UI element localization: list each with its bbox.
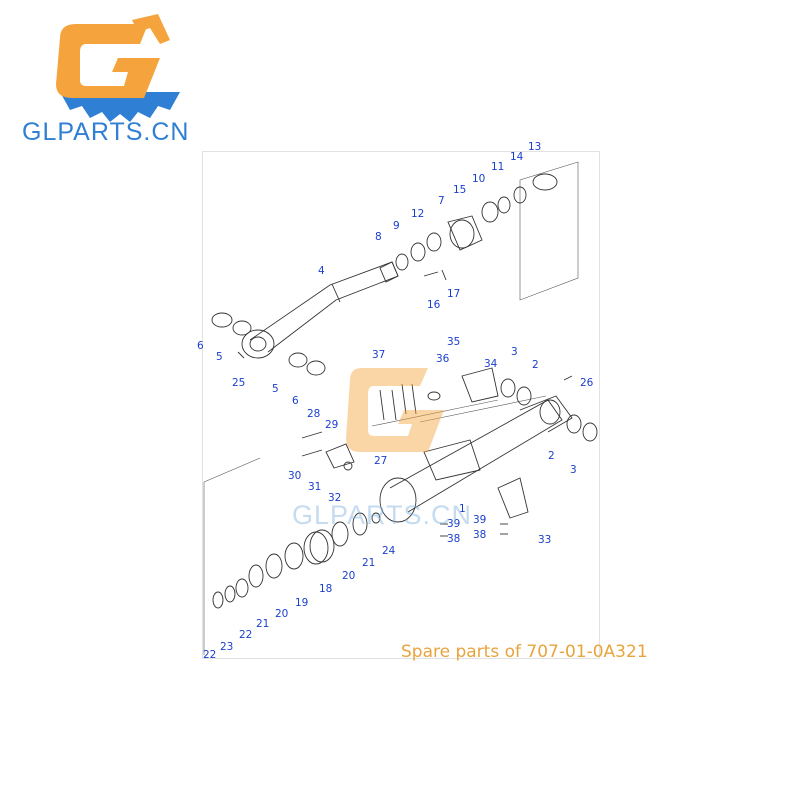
callout-label: 39 (447, 518, 460, 530)
callout-label: 35 (447, 336, 460, 348)
callout-label: 24 (382, 545, 396, 557)
callout-label: 12 (411, 208, 424, 220)
callout-label: 2 (548, 450, 555, 462)
callout-label: 21 (362, 557, 375, 569)
callout-label: 5 (272, 383, 279, 395)
callout-label: 38 (447, 533, 460, 545)
callout-label: 3 (511, 346, 518, 358)
gear-icon (60, 92, 180, 122)
cylinder-tube-assembly (301, 367, 598, 523)
callout-label: 34 (484, 358, 498, 370)
callout-label: 15 (453, 184, 466, 196)
callout-label: 32 (328, 492, 341, 504)
part-callouts: 13 14 11 10 15 7 12 9 8 4 16 17 6 5 25 3… (197, 141, 594, 661)
callout-label: 36 (436, 353, 450, 365)
rod-assembly (211, 173, 558, 376)
callout-label: 19 (295, 597, 308, 609)
callout-label: 7 (438, 195, 445, 207)
callout-label: 38 (473, 529, 486, 541)
callout-label: 20 (342, 570, 355, 582)
callout-label: 27 (374, 455, 387, 467)
callout-label: 28 (307, 408, 320, 420)
callout-label: 22 (203, 649, 216, 661)
frame-lines (203, 161, 579, 655)
piston-seal-set (212, 512, 508, 609)
callout-label: 16 (427, 299, 441, 311)
callout-label: 14 (510, 151, 524, 163)
glparts-logo-icon (56, 14, 180, 122)
callout-label: 17 (447, 288, 460, 300)
callout-label: 39 (473, 514, 486, 526)
callout-label: 5 (216, 351, 223, 363)
watermark-logo-icon (346, 368, 444, 452)
watermark-text: GLPARTS.CN (292, 500, 472, 530)
callout-label: 22 (239, 629, 252, 641)
callout-label: 20 (275, 608, 288, 620)
callout-label: 13 (528, 141, 541, 153)
callout-label: 1 (459, 503, 466, 515)
callout-label: 9 (393, 220, 400, 232)
callout-label: 4 (318, 265, 325, 277)
callout-label: 18 (319, 583, 332, 595)
caption: Spare parts of 707-01-0A321 (401, 642, 648, 662)
callout-label: 29 (325, 419, 338, 431)
callout-label: 30 (288, 470, 301, 482)
callout-label: 26 (580, 377, 594, 389)
callout-label: 21 (256, 618, 269, 630)
brand-name: GLPARTS.CN (22, 118, 190, 146)
callout-label: 23 (220, 641, 233, 653)
callout-label: 2 (532, 359, 539, 371)
callout-label: 6 (197, 340, 204, 352)
callout-label: 6 (292, 395, 299, 407)
callout-label: 37 (372, 349, 385, 361)
watermark: GLPARTS.CN (292, 368, 472, 530)
callout-label: 25 (232, 377, 245, 389)
callout-label: 31 (308, 481, 321, 493)
g-letter-icon (56, 14, 170, 98)
callout-label: 33 (538, 534, 551, 546)
callout-label: 11 (491, 161, 504, 173)
callout-label: 10 (472, 173, 485, 185)
callout-label: 8 (375, 231, 382, 243)
callout-label: 3 (570, 464, 577, 476)
